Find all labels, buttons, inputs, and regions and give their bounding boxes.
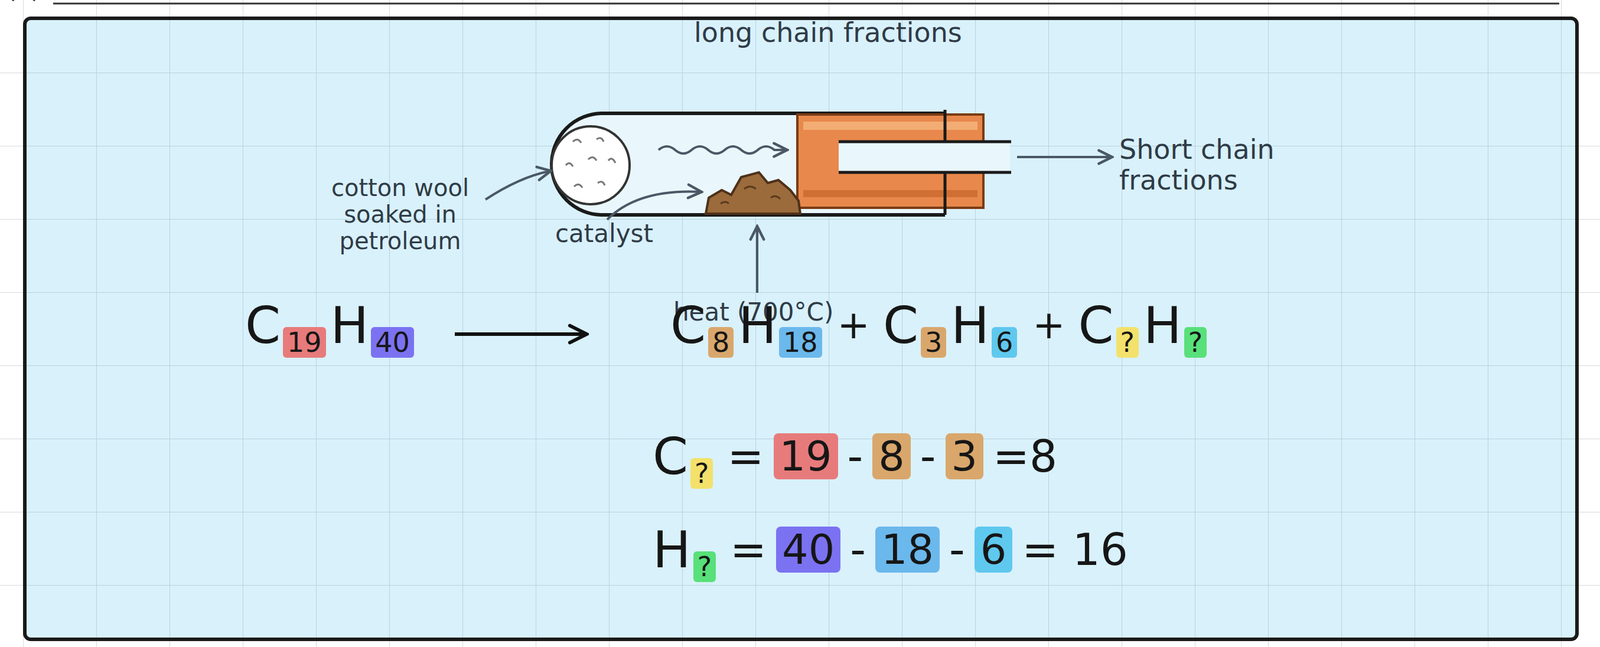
bung-shine (803, 121, 978, 130)
delivery-tube (838, 141, 1010, 173)
part-label: cotton wool soaked in petroleum (324, 174, 476, 254)
delivery-tube-wall (838, 171, 1012, 175)
equation-row: C?=19-8-3=8 (652, 431, 1067, 490)
panel (24, 18, 1577, 640)
equation-symbol: H (1143, 300, 1182, 351)
equation-row: C8H18+C3H6+C?H? (670, 300, 1212, 358)
equation-symbol: = (730, 528, 767, 572)
equation-symbol: =8 (992, 434, 1058, 479)
subscript-number: ? (693, 551, 716, 583)
cotton-texture (565, 138, 616, 188)
subscript-number: 40 (370, 327, 415, 358)
subscript-number: 6 (991, 327, 1018, 358)
equation-symbol: + (837, 305, 870, 345)
equation-symbol: H (652, 524, 692, 576)
heat-arrow (755, 227, 759, 293)
delivery-tube-wall (838, 140, 1012, 144)
cut-off-line (53, 2, 1560, 5)
catalyst-texture (720, 186, 781, 204)
highlighted-number: 8 (872, 433, 911, 480)
equation-row: C19H40 (245, 300, 419, 358)
equation-symbol: = (727, 434, 764, 479)
part-label: long chain fractions (693, 17, 1002, 49)
equation-symbol: - (949, 528, 966, 572)
equation-symbol: C (245, 300, 281, 351)
highlighted-number: 18 (875, 526, 940, 573)
equation-symbol: C (1077, 300, 1114, 351)
subscript-number: ? (1184, 327, 1207, 358)
highlighted-number: 19 (773, 433, 839, 480)
subscript-number: 8 (708, 327, 734, 358)
highlighted-number: 3 (945, 433, 984, 480)
equation-symbol: - (920, 434, 937, 479)
reaction-arrow (454, 332, 585, 337)
part-label: catalyst (555, 219, 674, 248)
equation-symbol: C (882, 300, 919, 351)
equation-row: H?=40-18-6= 16 (652, 524, 1138, 583)
equation-symbol: H (950, 300, 990, 351)
equation-symbol: H (738, 300, 777, 351)
highlighted-number: 6 (974, 526, 1013, 573)
equation-symbol: C (652, 431, 689, 482)
part-label: Short chain fractions (1119, 134, 1297, 196)
panel-grid (24, 18, 1577, 640)
subscript-number: 18 (779, 327, 823, 358)
equation-symbol: + (1032, 305, 1065, 345)
equation-symbol: = 16 (1021, 528, 1129, 572)
equation-symbol: - (849, 528, 866, 572)
panel-border (24, 18, 1577, 640)
subscript-number: 19 (282, 327, 327, 358)
highlighted-number: 40 (776, 526, 841, 573)
bung-shade (803, 190, 978, 198)
subscript-number: ? (690, 458, 713, 490)
equation-symbol: - (847, 434, 864, 479)
catalyst-lumps (705, 172, 801, 214)
cotton-wool (551, 126, 630, 205)
leader-line (485, 171, 550, 200)
subscript-number: ? (1116, 327, 1139, 358)
equation-symbol: H (330, 300, 370, 351)
vapour-arrow (658, 146, 786, 154)
leader-line (607, 191, 700, 220)
product-arrow (1017, 155, 1111, 159)
equation-symbol: C (670, 300, 706, 351)
subscript-number: 3 (920, 327, 947, 358)
